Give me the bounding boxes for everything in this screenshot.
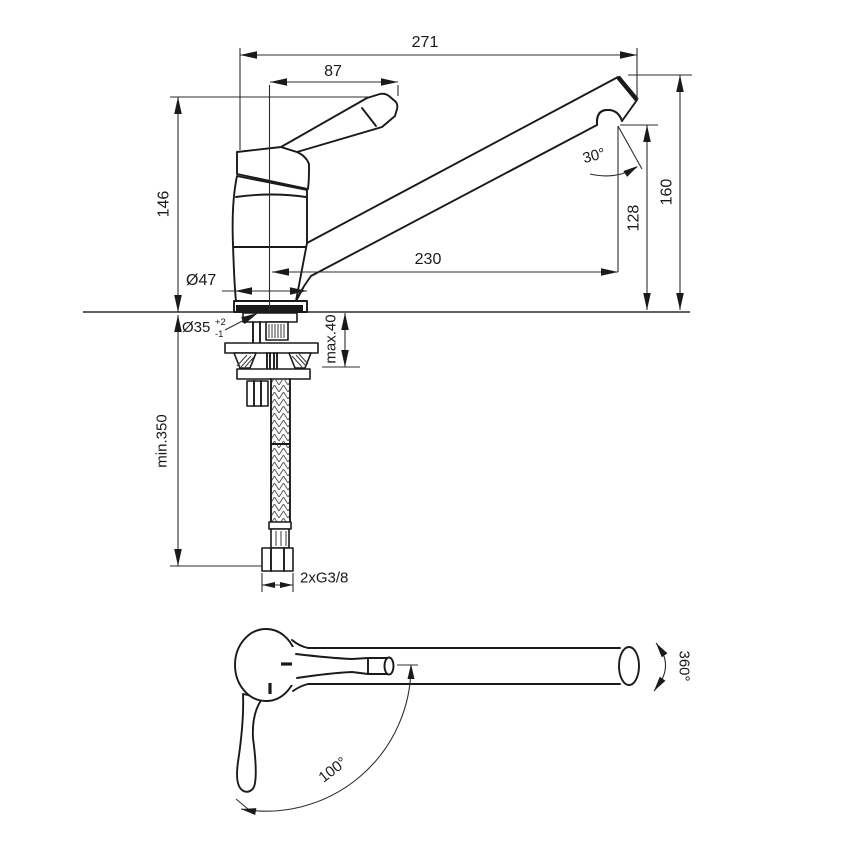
lock-washer-bar xyxy=(236,368,311,380)
reference-lines-under xyxy=(83,96,690,313)
dim-160-label: 160 xyxy=(659,179,676,206)
dim-body-diameter: Ø47 xyxy=(186,272,307,295)
dim-146-label: 146 xyxy=(156,191,173,218)
mounting-bracket xyxy=(224,342,319,354)
dim-deck-thickness: max.40 xyxy=(322,313,360,368)
dim-overall-width: 271 xyxy=(239,34,638,150)
dim-30deg-label: 30° xyxy=(581,145,607,167)
dim-spout-rotation: 360° xyxy=(653,642,693,692)
top-view-spout xyxy=(291,639,640,692)
dim-spout-angle: 30° xyxy=(581,125,643,177)
dim-hole-diameter: Ø35 +2 -1 xyxy=(182,313,258,340)
dim-87-label: 87 xyxy=(324,63,342,80)
dim-d47-label: Ø47 xyxy=(186,272,216,289)
dim-body-height: 146 xyxy=(156,97,182,312)
dim-min350-label: min.350 xyxy=(154,414,171,467)
faucet-top-view xyxy=(234,628,640,793)
dim-outlet-height: 128 xyxy=(620,124,658,310)
faucet-side-view xyxy=(231,75,639,313)
braided-hose xyxy=(271,379,290,523)
dim-spout-height: 160 xyxy=(628,74,692,310)
dim-spout-reach: 230 xyxy=(272,126,619,276)
dim-hose-length: min.350 xyxy=(154,315,262,567)
dim-d35-label: Ø35 xyxy=(182,319,210,336)
top-view-lever-stub xyxy=(295,653,395,679)
dim-d35-tol-minus: -1 xyxy=(215,329,223,340)
hose-collar xyxy=(268,521,292,530)
spout-outlet-face xyxy=(616,75,639,102)
dim-360deg-label: 360° xyxy=(676,650,693,681)
hose-end-nut xyxy=(261,547,294,572)
dim-handle-length: 87 xyxy=(268,63,399,312)
dim-max40-label: max.40 xyxy=(323,314,340,363)
supply-hose-nut-2 xyxy=(246,380,269,407)
dim-128-label: 128 xyxy=(626,205,643,232)
mounting-hardware xyxy=(224,312,319,407)
dim-connection-thread: 2xG3/8 xyxy=(261,570,348,592)
aerator xyxy=(595,109,623,126)
dim-d35-tol-plus: +2 xyxy=(215,317,226,328)
dim-100deg-label: 100° xyxy=(316,754,351,787)
handle-base-cap xyxy=(236,146,310,190)
dim-271-label: 271 xyxy=(412,34,439,51)
dim-thread-label: 2xG3/8 xyxy=(300,570,348,587)
spout-end xyxy=(618,646,640,686)
handle-lever xyxy=(280,92,399,153)
supply-hose xyxy=(261,378,294,572)
top-view-handle xyxy=(236,693,264,793)
bracket-wedge-right xyxy=(288,352,312,369)
dim-230-label: 230 xyxy=(415,251,442,268)
dimension-annotations: 271 87 146 min.350 xyxy=(154,34,692,592)
